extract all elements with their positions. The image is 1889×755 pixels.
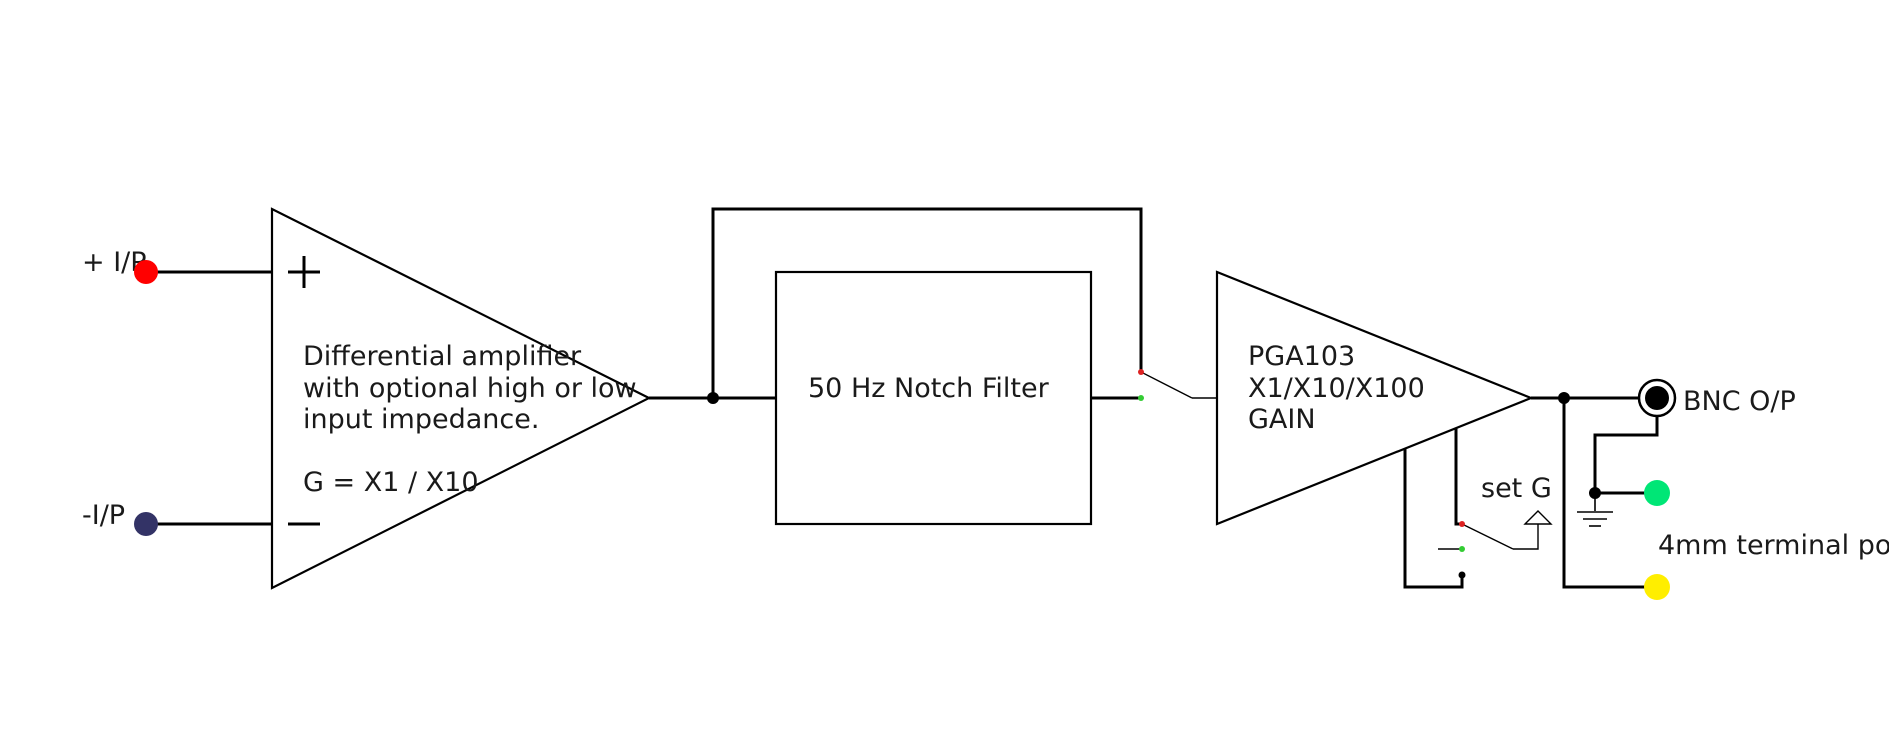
pga-label-line2: X1/X10/X100 bbox=[1248, 373, 1425, 404]
pga-label-line1: PGA103 bbox=[1248, 341, 1355, 372]
diff-amp-desc-line2: with optional high or low bbox=[303, 373, 637, 404]
gain-contact-middle bbox=[1459, 546, 1465, 552]
minus-input-label: -I/P bbox=[82, 500, 125, 531]
logic-high-icon bbox=[1523, 510, 1553, 525]
diff-amp-desc-line3: input impedance. bbox=[303, 404, 539, 435]
gain-contact-lower bbox=[1458, 571, 1466, 579]
differential-amplifier: Differential amplifier with optional hig… bbox=[270, 207, 652, 590]
notch-filter-label: 50 Hz Notch Filter bbox=[808, 373, 1050, 404]
terminal-posts: 4mm terminal posts bbox=[1644, 480, 1889, 600]
ground-icon bbox=[1577, 493, 1613, 527]
notch-filter: 50 Hz Notch Filter bbox=[774, 270, 1093, 526]
plus-input: + I/P bbox=[82, 247, 272, 284]
output-wiring bbox=[1531, 392, 1659, 589]
diff-amp-gain: G = X1 / X10 bbox=[303, 467, 479, 498]
plus-input-terminal[interactable] bbox=[134, 260, 158, 284]
diff-amp-triangle bbox=[270, 207, 652, 590]
bypass-switch[interactable] bbox=[1138, 369, 1217, 401]
gain-contact-upper bbox=[1459, 521, 1465, 527]
terminal-posts-label: 4mm terminal posts bbox=[1658, 530, 1889, 561]
ground-terminal-post[interactable] bbox=[1644, 480, 1670, 506]
bnc-connector-icon bbox=[1637, 378, 1677, 418]
switch-contact-lower bbox=[1138, 395, 1144, 401]
notch-filter-box bbox=[774, 270, 1093, 526]
bnc-output-label: BNC O/P bbox=[1683, 386, 1796, 417]
gain-select-switch[interactable]: set G bbox=[1403, 428, 1553, 589]
switch-contact-upper bbox=[1138, 369, 1144, 375]
minus-input-terminal[interactable] bbox=[134, 512, 158, 536]
plus-sign-icon bbox=[288, 256, 320, 288]
pga-amplifier: PGA103 X1/X10/X100 GAIN bbox=[1215, 270, 1534, 526]
pga-triangle bbox=[1215, 270, 1534, 526]
bypass-wiring bbox=[649, 207, 1143, 404]
minus-input: -I/P bbox=[82, 500, 272, 536]
signal-terminal-post[interactable] bbox=[1644, 574, 1670, 600]
set-g-label: set G bbox=[1481, 473, 1552, 504]
bnc-output[interactable]: BNC O/P bbox=[1637, 378, 1796, 418]
diff-amp-desc-line1: Differential amplifier bbox=[303, 341, 582, 372]
pga-label-line3: GAIN bbox=[1248, 404, 1316, 435]
